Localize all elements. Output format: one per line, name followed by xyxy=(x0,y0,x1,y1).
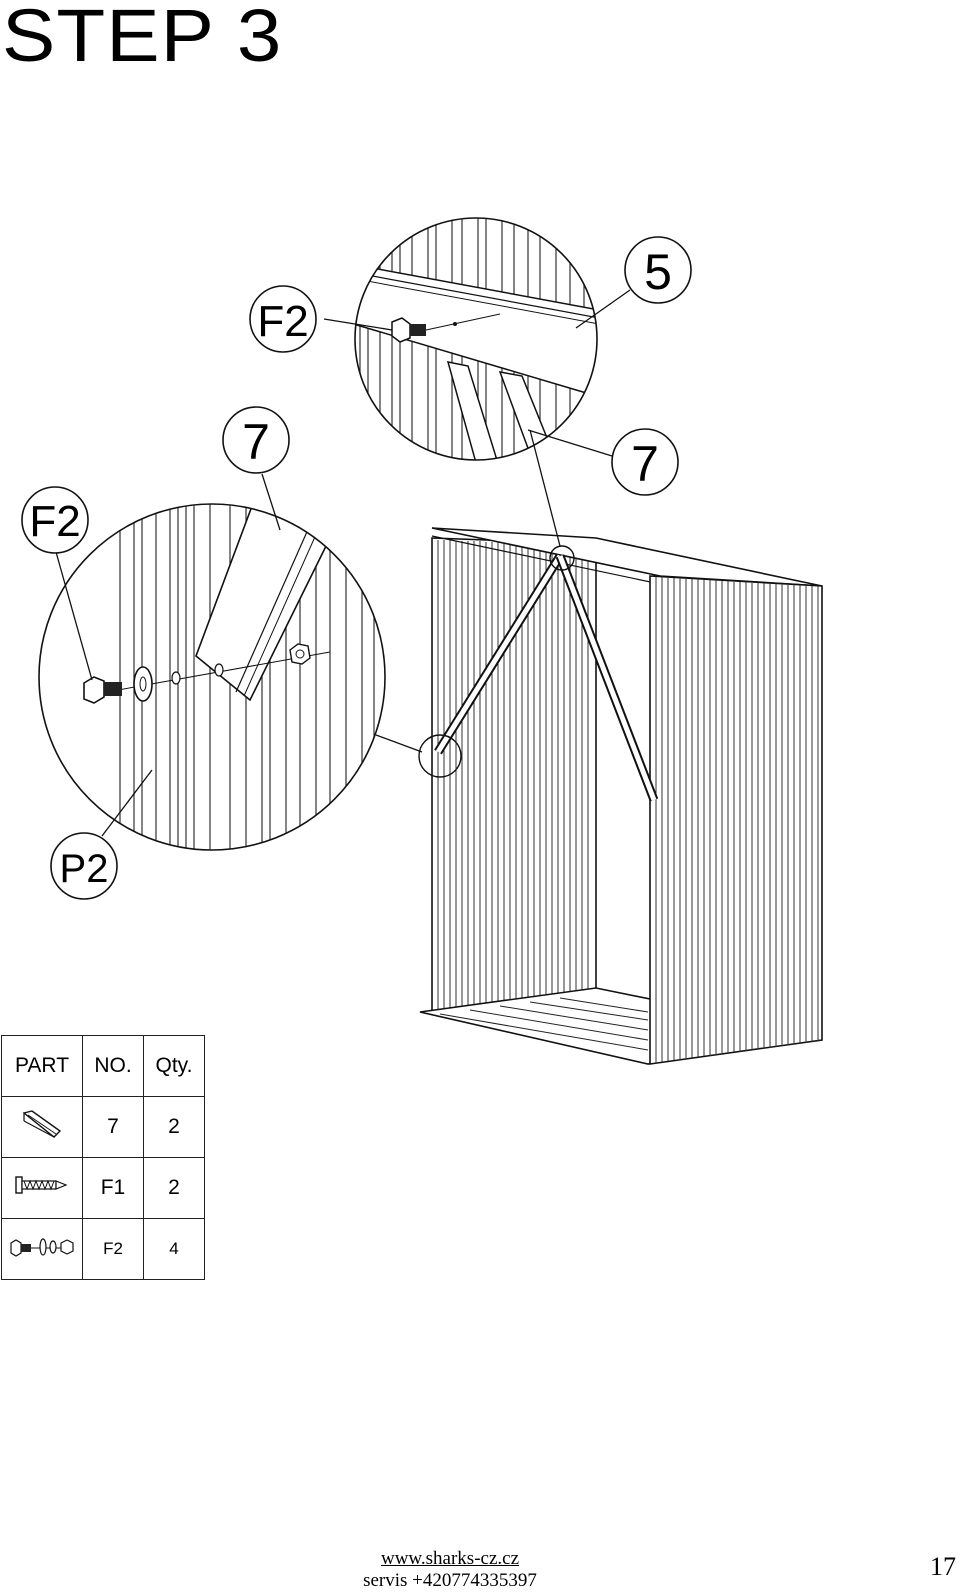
header-part: PART xyxy=(1,1035,83,1097)
brace-icon xyxy=(1,1096,83,1158)
callout-f2-left: F2 xyxy=(21,486,89,554)
row-qty: 2 xyxy=(143,1096,205,1158)
callout-5: 5 xyxy=(624,236,692,304)
parts-table: PART NO. Qty. 7 2 F1 2 xyxy=(1,1035,205,1280)
callout-7-left: 7 xyxy=(222,406,290,474)
table-row: F2 4 xyxy=(1,1218,205,1280)
table-row: F1 2 xyxy=(1,1157,205,1219)
table-row: 7 2 xyxy=(1,1096,205,1158)
callout-f2-left-label: F2 xyxy=(29,497,80,546)
step-title: STEP 3 xyxy=(2,0,283,77)
shed-frame xyxy=(418,527,823,1065)
callout-5-label: 5 xyxy=(644,244,672,300)
callout-p2-label: P2 xyxy=(60,847,109,891)
bolt-washer-nut-icon xyxy=(1,1218,83,1280)
row-no: F1 xyxy=(82,1157,144,1219)
header-no: NO. xyxy=(82,1035,144,1097)
top-detail-circle xyxy=(354,217,598,461)
footer-website-link[interactable]: www.sharks-cz.cz xyxy=(380,1548,520,1569)
leader-lines xyxy=(55,289,631,837)
callout-f2-top: F2 xyxy=(249,285,317,353)
page-number: 17 xyxy=(930,1552,956,1581)
parts-table-header: PART NO. Qty. xyxy=(1,1035,205,1097)
footer-service-phone: servis +420774335397 xyxy=(363,1570,537,1591)
header-qty: Qty. xyxy=(143,1035,205,1097)
callout-7-top-label: 7 xyxy=(631,436,659,492)
callout-p2: P2 xyxy=(50,832,118,900)
row-qty: 4 xyxy=(143,1218,205,1280)
row-no: 7 xyxy=(82,1096,144,1158)
callout-7-top: 7 xyxy=(611,428,679,496)
row-qty: 2 xyxy=(143,1157,205,1219)
row-no: F2 xyxy=(82,1218,144,1280)
screw-icon xyxy=(1,1157,83,1219)
callout-f2-top-label: F2 xyxy=(257,297,308,346)
callout-7-left-label: 7 xyxy=(242,414,270,470)
